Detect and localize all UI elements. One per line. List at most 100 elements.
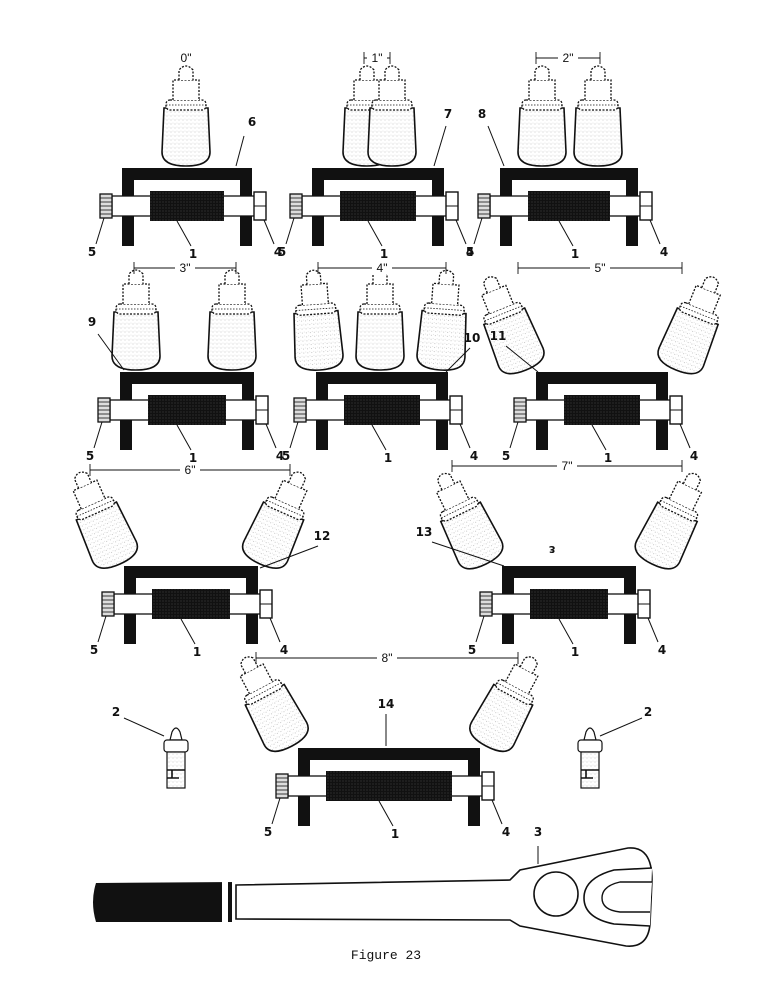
carbide-bit bbox=[161, 65, 211, 167]
carbide-bit bbox=[239, 656, 309, 753]
base-block bbox=[152, 589, 230, 619]
bit-shank bbox=[430, 282, 460, 306]
bracket-top-bar bbox=[536, 372, 668, 384]
bit-body bbox=[573, 107, 623, 167]
carbide-bit bbox=[163, 727, 189, 789]
nut-label: 4 bbox=[274, 245, 282, 259]
bracket-top-bar bbox=[312, 168, 444, 180]
bit-tip bbox=[224, 269, 240, 284]
spacing-label: 5" bbox=[595, 261, 606, 275]
bolt-label: 5 bbox=[88, 245, 96, 259]
spacing-label: 4" bbox=[377, 261, 388, 275]
bolt-label: 5 bbox=[502, 449, 510, 463]
bit-ring bbox=[295, 307, 336, 311]
spacing-dimension: 7" bbox=[451, 458, 683, 473]
bit-body bbox=[244, 683, 309, 753]
base-label: 1 bbox=[604, 451, 612, 465]
bit-body bbox=[207, 311, 257, 371]
bit-body bbox=[416, 309, 467, 371]
nut-label: 4 bbox=[502, 825, 510, 839]
bit-shank bbox=[353, 79, 381, 100]
bit-shank bbox=[378, 79, 406, 100]
bit-shank bbox=[504, 663, 539, 695]
carbide-bit bbox=[573, 65, 623, 167]
bit-label: 2 bbox=[112, 705, 120, 719]
bolt-label: 5 bbox=[86, 449, 94, 463]
base-label: 1 bbox=[391, 827, 399, 841]
leader-line bbox=[509, 421, 519, 449]
bracket-label: 12 bbox=[314, 529, 331, 543]
leader-line bbox=[180, 618, 196, 645]
leader-line bbox=[445, 347, 471, 373]
bit-ring bbox=[660, 500, 697, 519]
carbide-bit bbox=[416, 269, 467, 371]
leader-line bbox=[367, 220, 383, 247]
carbide-bit bbox=[72, 471, 139, 569]
leader-line bbox=[591, 424, 607, 451]
carbide-bits bbox=[435, 472, 703, 570]
leader-line bbox=[473, 217, 483, 245]
bit-tip bbox=[438, 269, 455, 285]
leader-line bbox=[558, 220, 574, 247]
bracket-top-bar bbox=[316, 372, 448, 384]
carbide-bit bbox=[469, 656, 539, 753]
bit-tip bbox=[305, 269, 322, 285]
leader-line bbox=[289, 421, 299, 449]
bit-body bbox=[657, 306, 720, 375]
bit-tip bbox=[590, 65, 606, 80]
leader-line bbox=[487, 125, 505, 167]
bit-tip bbox=[701, 276, 720, 294]
base-block bbox=[150, 191, 224, 221]
dimension-gap bbox=[180, 462, 200, 476]
bolt-label: 5 bbox=[466, 245, 474, 259]
bit-ring bbox=[484, 305, 522, 322]
bit-body bbox=[439, 501, 504, 570]
base-label: 1 bbox=[571, 247, 579, 261]
leader-line bbox=[459, 423, 471, 449]
bit-tip bbox=[384, 65, 400, 80]
bit-ring bbox=[245, 682, 282, 702]
bracket-callout: 11 bbox=[490, 329, 539, 373]
bit-ring bbox=[496, 682, 533, 702]
dimension-gap bbox=[590, 260, 610, 274]
bolt-label: 5 bbox=[278, 245, 286, 259]
bit-shank bbox=[366, 283, 394, 304]
bracket-label: 14 bbox=[378, 697, 395, 711]
bit-ring bbox=[680, 305, 718, 322]
bracket-label: 7 bbox=[444, 107, 452, 121]
leader-line bbox=[259, 545, 319, 569]
bit-body bbox=[469, 683, 534, 753]
carbide-bits bbox=[72, 471, 308, 569]
leader-line bbox=[679, 423, 691, 449]
bit-tip bbox=[169, 727, 183, 741]
leader-line bbox=[271, 797, 281, 825]
bracket-top-bar bbox=[500, 168, 638, 180]
carbide-bit bbox=[480, 276, 545, 375]
dimension-gap bbox=[557, 458, 577, 472]
spacing-dimension: 5" bbox=[517, 260, 683, 275]
bit-shank bbox=[172, 79, 200, 100]
bracket-top-bar bbox=[120, 372, 254, 384]
bracket-label: 8 bbox=[478, 107, 486, 121]
bracket-top-bar bbox=[298, 748, 480, 760]
bit-tip bbox=[359, 65, 375, 80]
carbide-bit bbox=[241, 471, 308, 569]
leader-line bbox=[269, 617, 281, 643]
bolt-label: 5 bbox=[468, 643, 476, 657]
bit-tip bbox=[482, 276, 501, 294]
leader-line bbox=[647, 617, 659, 643]
carbide-bits bbox=[293, 269, 467, 371]
bracket-top-bar bbox=[122, 168, 252, 180]
bracket-callout: 13 bbox=[416, 525, 505, 567]
